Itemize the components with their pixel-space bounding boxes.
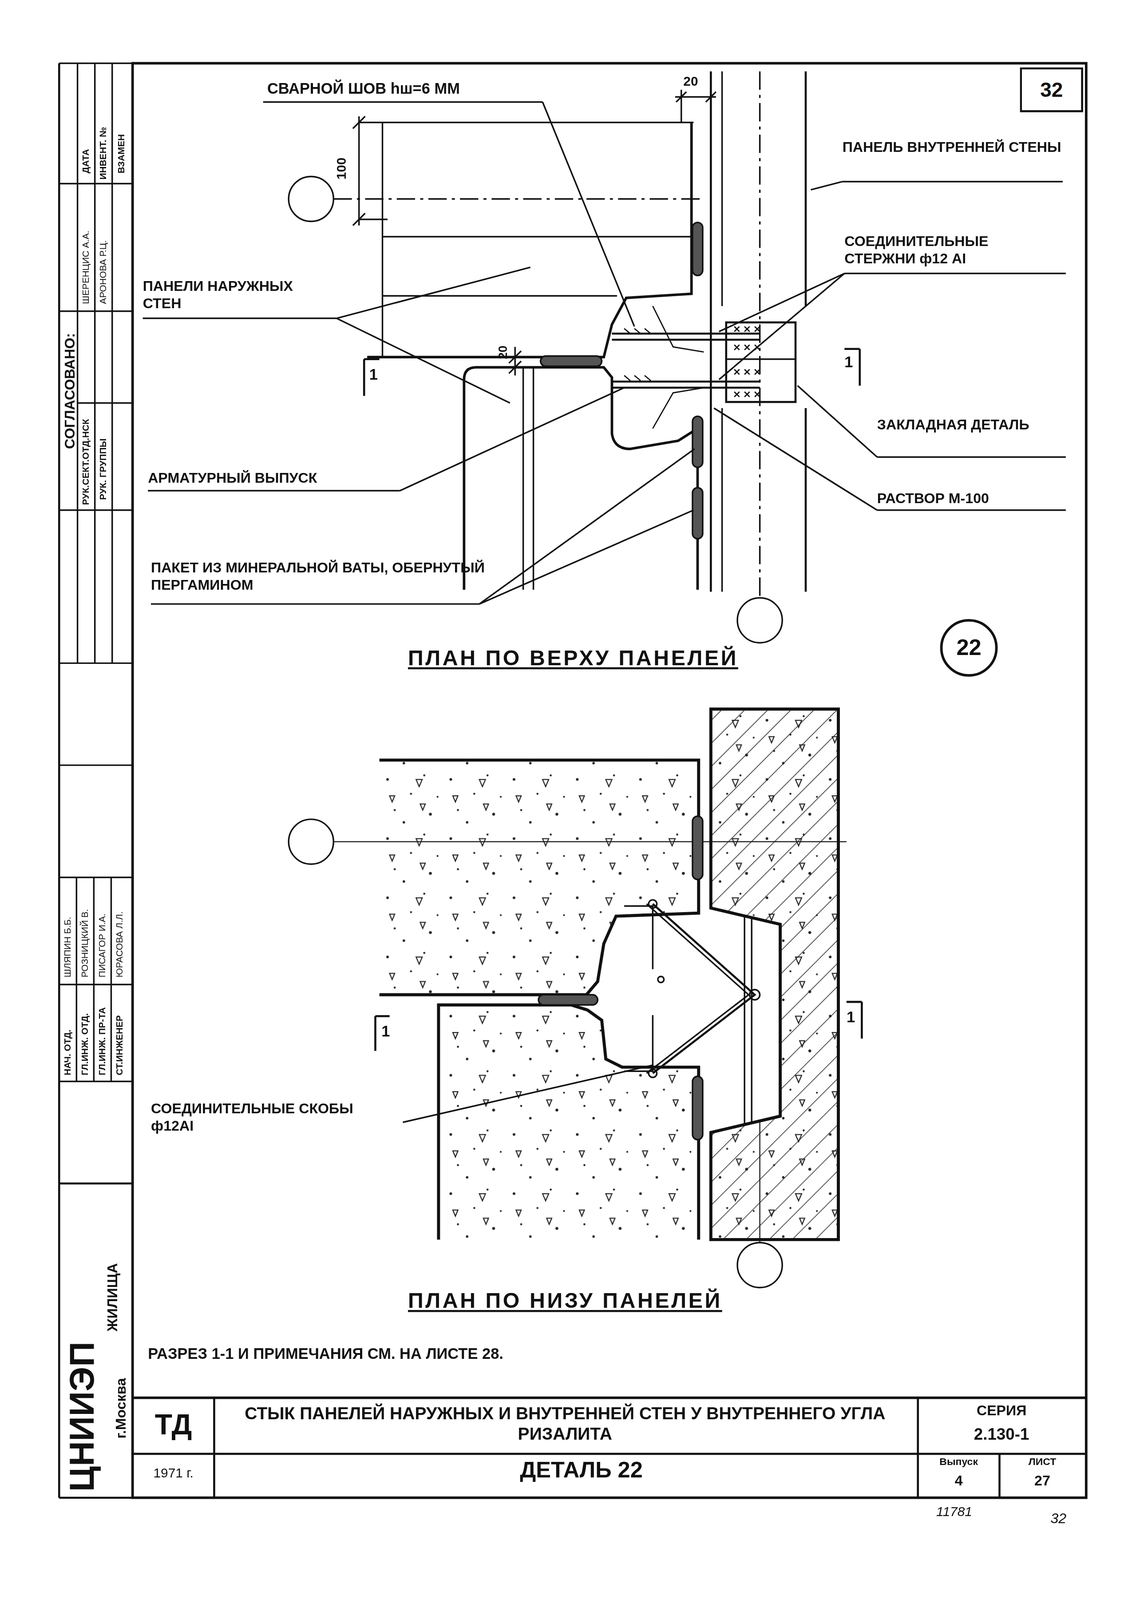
approval-heading: СОГЛАСОВАНО: bbox=[61, 332, 78, 449]
weld-callout: СВАРНОЙ ШОВ hш=6 ММ bbox=[267, 79, 460, 98]
role: РУК. ГРУППЫ bbox=[98, 438, 109, 500]
part-label: РАСТВОР М-100 bbox=[877, 489, 990, 507]
series-number: 2.130-1 bbox=[921, 1423, 1083, 1444]
section-mark: 1 bbox=[846, 1007, 855, 1026]
role: СТ.ИНЖЕНЕР bbox=[114, 1014, 125, 1075]
view-title: ПЛАН ПО ВЕРХУ ПАНЕЛЕЙ bbox=[407, 644, 739, 671]
section-mark: 1 bbox=[844, 352, 853, 372]
name: ПИСАГОР И.А. bbox=[96, 913, 108, 978]
name: ШЛЯПИН Б.Б. bbox=[62, 916, 73, 977]
cell-header: ЛИСТ bbox=[1001, 1455, 1084, 1468]
part-label: ПАНЕЛЬ ВНУТРЕННЕЙ СТЕНЫ bbox=[842, 138, 1062, 156]
detail-title: ДЕТАЛЬ 22 bbox=[428, 1456, 735, 1484]
part-label: СОЕДИНИТЕЛЬНЫЕ СКОБЫ ф12АI bbox=[150, 1099, 396, 1134]
detail-callout: 22 bbox=[939, 617, 999, 677]
name: ЮРАСОВА Л.Л. bbox=[114, 911, 125, 978]
part-label: ЗАКЛАДНАЯ ДЕТАЛЬ bbox=[877, 415, 1072, 434]
title-code: ТД bbox=[136, 1407, 210, 1442]
cell-header: ИНВЕНТ. № bbox=[98, 126, 109, 180]
role: НАЧ. ОТД. bbox=[62, 1029, 73, 1076]
name: РОЗНИЦКИЙ В. bbox=[79, 908, 91, 978]
org-name: г.Москва bbox=[112, 1377, 129, 1438]
part-label: ПАКЕТ ИЗ МИНЕРАЛЬНОЙ ВАТЫ, ОБЕРНУТЫЙ ПЕР… bbox=[150, 558, 488, 594]
role: РУК.СЕКТ.ОТД.НСК bbox=[80, 418, 92, 505]
cell-header: ДАТА bbox=[80, 149, 92, 174]
year: 1971 г. bbox=[135, 1464, 212, 1481]
dimension: 20 bbox=[683, 73, 698, 90]
role: ГЛ.ИНЖ. ПР-ТА bbox=[96, 1006, 108, 1075]
dimension: 100 bbox=[334, 157, 350, 180]
org-name: ЖИЛИЩА bbox=[103, 1262, 121, 1331]
name: АРОНОВА Р.Ц. bbox=[98, 240, 109, 305]
note: РАЗРЕЗ 1-1 И ПРИМЕЧАНИЯ СМ. НА ЛИСТЕ 28. bbox=[147, 1344, 504, 1363]
archive-number: 11781 bbox=[936, 1503, 973, 1520]
section-mark: 1 bbox=[369, 364, 378, 384]
circle-outline bbox=[941, 620, 997, 676]
node-text: 22 bbox=[956, 634, 982, 661]
part-label: АРМАТУРНЫЙ ВЫПУСК bbox=[147, 469, 317, 487]
cell-header: Выпуск bbox=[919, 1455, 998, 1468]
issue-number: 4 bbox=[919, 1471, 998, 1489]
node-text: 32 bbox=[1040, 78, 1063, 102]
series-label: СЕРИЯ bbox=[921, 1401, 1083, 1419]
name: ШЕРЕНЦИС А.А. bbox=[80, 230, 92, 304]
sheet-number-box: 32 bbox=[1019, 67, 1083, 113]
drawing-title: СТЫК ПАНЕЛЕЙ НАРУЖНЫХ И ВНУТРЕННЕЙ СТЕН … bbox=[222, 1403, 908, 1445]
section-mark: 1 bbox=[381, 1021, 390, 1041]
view-title: ПЛАН ПО НИЗУ ПАНЕЛЕЙ bbox=[407, 1286, 723, 1313]
cell-header: ВЗАМЕН bbox=[116, 134, 127, 174]
role: ГЛ.ИНЖ. ОТД. bbox=[79, 1012, 91, 1075]
page-number: 32 bbox=[1050, 1509, 1067, 1527]
sheet-number: 27 bbox=[1001, 1471, 1084, 1489]
part-label: ПАНЕЛИ НАРУЖНЫХ СТЕН bbox=[142, 277, 327, 312]
part-label: СОЕДИНИТЕЛЬНЫЕ СТЕРЖНИ ф12 АI bbox=[844, 232, 1054, 267]
dimension: 20 bbox=[496, 345, 511, 360]
org-name: ЦНИИЭП bbox=[62, 1341, 103, 1491]
